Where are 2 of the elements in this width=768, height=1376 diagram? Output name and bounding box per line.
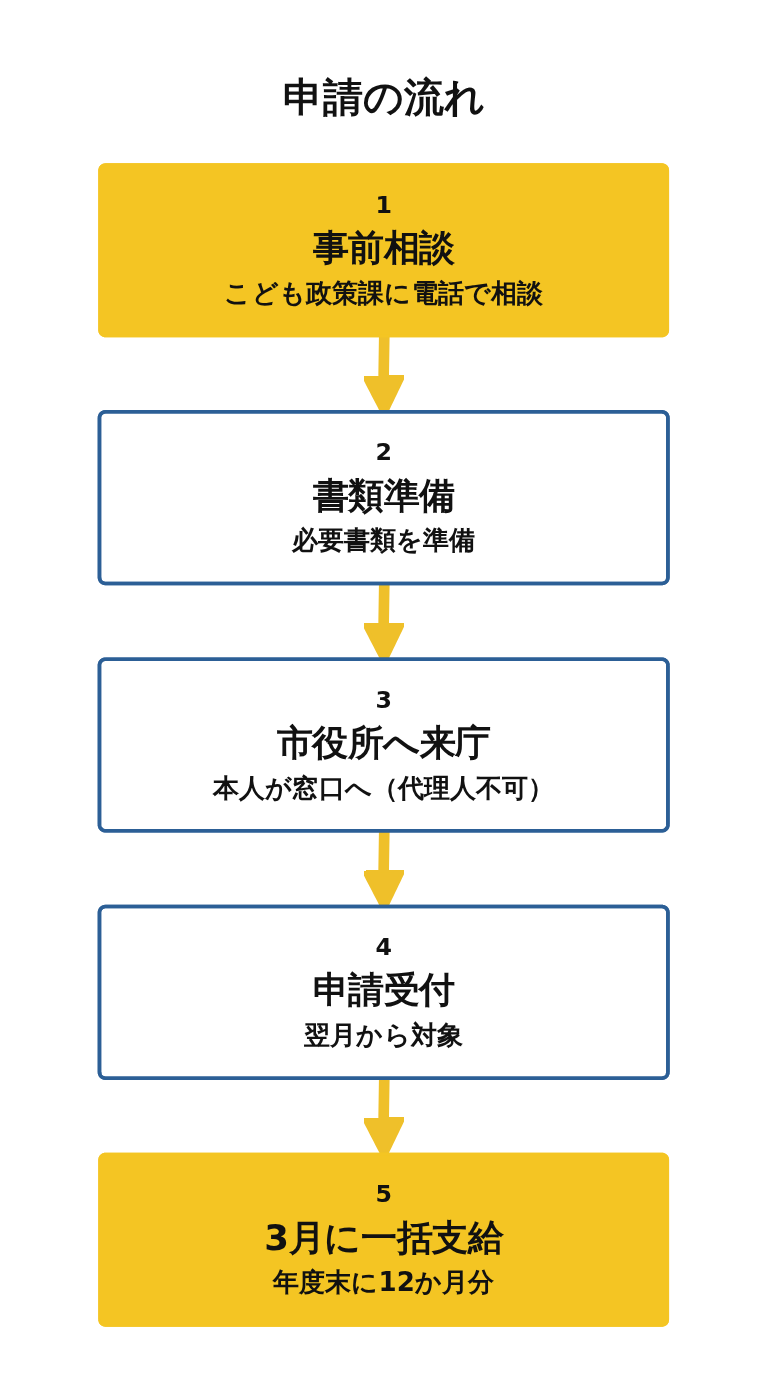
flowchart: 1 事前相談 こども政策課に電話で相談 2 書類準備 必要書類を準備 3 市役所へ来庁 本人が窓口へ（代理人不可） 4 申請受付 翌月から対象 5 3月に一括支給 年度末に12か月分 xyxy=(90,155,678,1335)
diagram-title: 申請の流れ xyxy=(282,73,486,122)
